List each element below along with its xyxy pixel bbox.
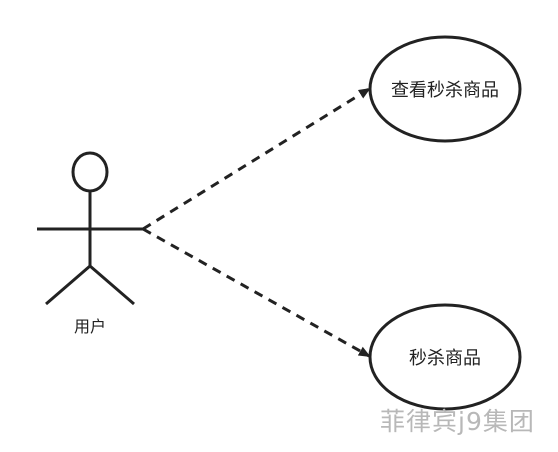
actor-figure <box>37 151 143 306</box>
actor-left-leg <box>45 264 91 306</box>
use-case-view-seckill-goods: 查看秒杀商品 <box>368 35 522 143</box>
use-case-label: 查看秒杀商品 <box>391 80 499 101</box>
association-arrow-seckill <box>142 227 371 358</box>
actor-label: 用户 <box>74 317 106 336</box>
use-case-ellipse <box>368 35 522 143</box>
association-arrow-view <box>142 87 371 231</box>
actor-right-leg <box>89 264 135 306</box>
use-case-ellipse <box>368 303 522 411</box>
actor-head <box>71 151 109 193</box>
use-case-label: 秒杀商品 <box>409 348 481 369</box>
use-case-seckill-goods: 秒杀商品 <box>368 303 522 411</box>
watermark-text: 菲律宾j9集团 <box>380 407 535 436</box>
